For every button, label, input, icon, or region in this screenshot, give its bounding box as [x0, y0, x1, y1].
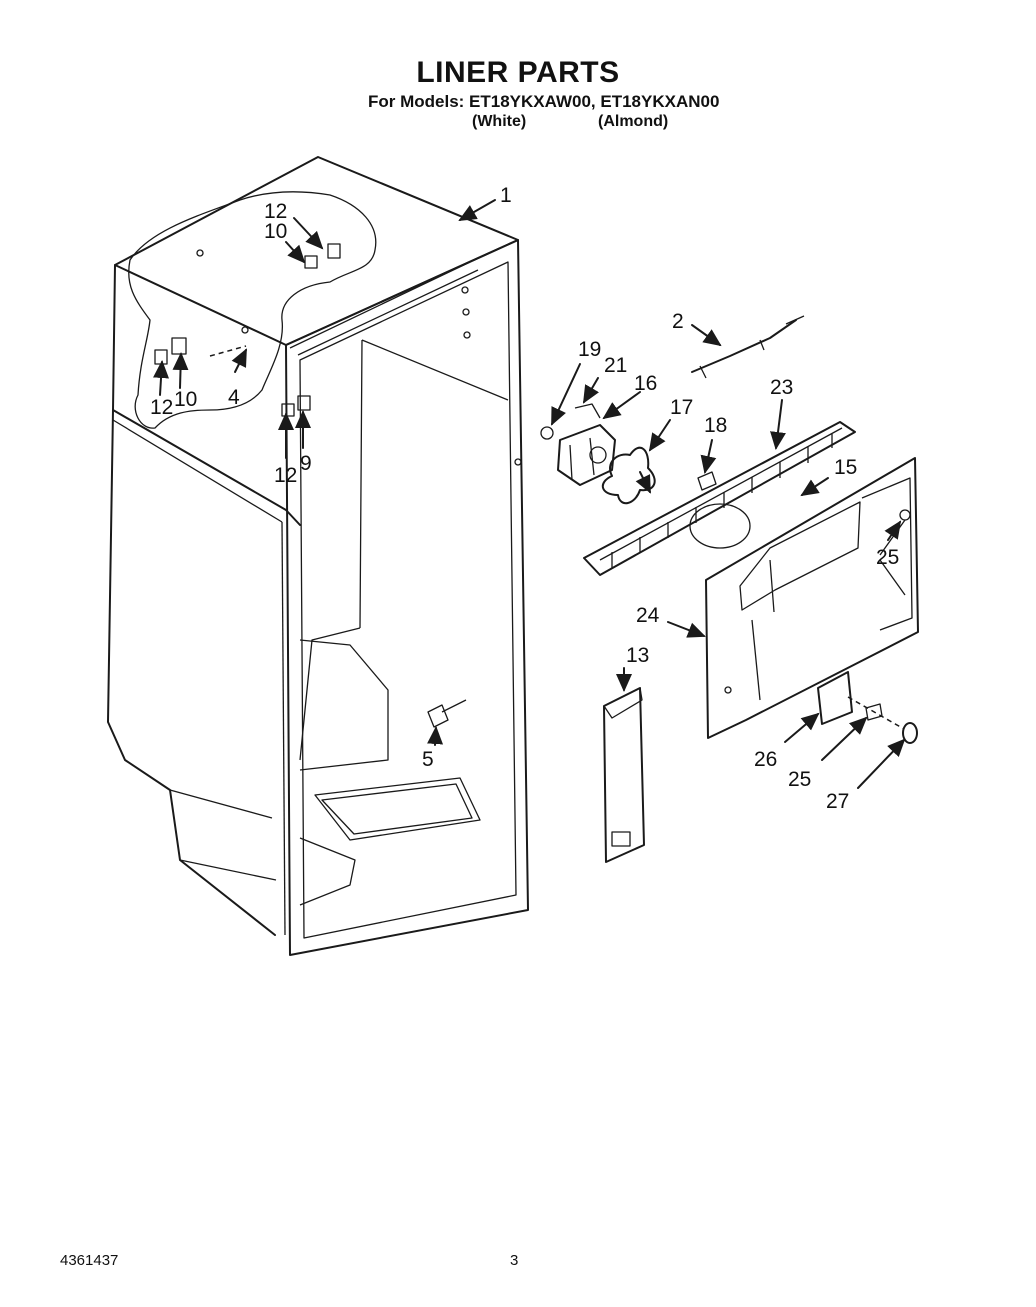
callout-12-top: 12 [264, 200, 287, 223]
callout-12-lower: 12 [274, 464, 297, 487]
callout-5: 5 [422, 748, 434, 771]
callout-23: 23 [770, 376, 793, 399]
variant-white: (White) [472, 113, 527, 130]
callout-27: 27 [826, 790, 849, 813]
callout-10-side: 10 [174, 388, 197, 411]
part-13-duct [603, 687, 645, 863]
leader-lines [153, 199, 906, 789]
callout-24: 24 [636, 604, 660, 627]
callout-18: 18 [704, 414, 727, 437]
liner-cabinet [107, 156, 529, 956]
callout-4: 4 [228, 386, 240, 409]
part-2-harness [691, 315, 805, 379]
fan-motor-assembly [540, 403, 717, 505]
callout-25-bottom: 25 [788, 768, 811, 791]
callout-1: 1 [500, 184, 512, 207]
small-parts [817, 671, 918, 744]
callout-10-top: 10 [264, 220, 287, 243]
callout-2: 2 [672, 310, 684, 333]
callout-12-side: 12 [150, 396, 173, 419]
part-24-cover [705, 457, 919, 739]
callout-16: 16 [634, 372, 657, 395]
callout-17: 17 [670, 396, 693, 419]
page-number: 3 [510, 1252, 519, 1269]
callout-19: 19 [578, 338, 601, 361]
page-title: LINER PARTS [416, 56, 620, 89]
models-line: For Models: ET18YKXAW00, ET18YKXAN00 [368, 92, 720, 111]
callout-9: 9 [300, 452, 312, 475]
callout-13: 13 [626, 644, 649, 667]
part-23-diffuser [583, 421, 856, 576]
callout-26: 26 [754, 748, 777, 771]
callout-21: 21 [604, 354, 627, 377]
document-number: 4361437 [60, 1252, 119, 1269]
callout-15: 15 [834, 456, 857, 479]
variant-almond: (Almond) [598, 113, 669, 130]
callouts: 1 2 4 5 9 10 10 12 12 12 13 15 16 17 18 … [150, 184, 899, 813]
callout-25-top: 25 [876, 546, 899, 569]
